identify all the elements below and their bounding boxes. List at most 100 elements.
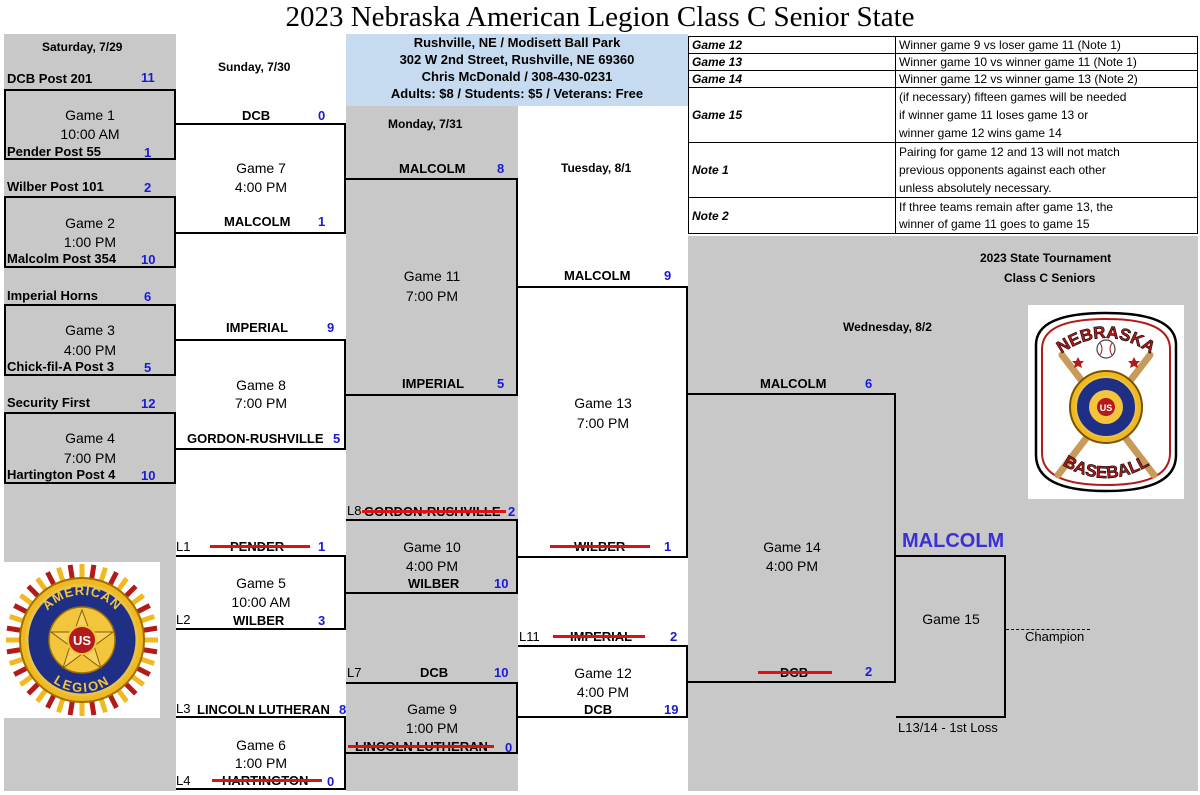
team-name: Wilber Post 101 (7, 179, 104, 194)
bracket-line (896, 716, 1006, 718)
bracket-line (516, 519, 518, 594)
game-label: Game 2 (65, 215, 115, 231)
bracket-line (176, 628, 346, 630)
admission-line: Adults: $8 / Students: $5 / Veterans: Fr… (390, 86, 644, 101)
team-name: LINCOLN LUTHERAN (197, 702, 330, 717)
game-label: Game 7 (236, 160, 286, 176)
bracket-line (688, 681, 896, 683)
note-key: Game 15 (688, 87, 896, 143)
strikethrough (758, 671, 832, 674)
bracket-line (516, 178, 518, 396)
game-label: Game 4 (65, 430, 115, 446)
note-text: Winner game 12 vs winner game 13 (Note 2… (895, 70, 1198, 88)
team-name: Chick-fil-A Post 3 (7, 359, 115, 374)
note-line: previous opponents against each other (899, 163, 1106, 177)
team-name: Security First (7, 395, 91, 410)
game-label: Game 1 (65, 107, 115, 123)
team-score: 1 (664, 539, 672, 554)
game-time: 4:00 PM (576, 684, 630, 700)
bracket-line (518, 716, 688, 718)
team-score: 2 (670, 629, 678, 644)
bracket-line (516, 682, 518, 754)
team-score: 2 (508, 504, 516, 519)
team-score: 2 (865, 664, 873, 679)
day-wednesday: Wednesday, 8/2 (843, 320, 932, 334)
strikethrough (550, 545, 650, 548)
game-time: 4:00 PM (765, 558, 819, 574)
bracket-line (176, 555, 346, 557)
game-3-box (4, 304, 176, 376)
game-2-box (4, 196, 176, 268)
note-text: Winner game 9 vs loser game 11 (Note 1) (895, 36, 1198, 54)
note-key: Game 12 (688, 36, 896, 54)
note-key: Note 2 (688, 197, 896, 234)
team-name: MALCOLM (399, 161, 466, 176)
bracket-line (344, 555, 346, 630)
game-label: Game 8 (236, 377, 286, 393)
day-saturday: Saturday, 7/29 (42, 40, 123, 54)
game-label: Game 11 (403, 268, 461, 284)
strikethrough (348, 745, 494, 748)
bracket-line (344, 716, 346, 790)
team-name: Malcolm Post 354 (7, 251, 117, 266)
game-time: 1:00 PM (234, 755, 288, 771)
note-key: Note 1 (688, 142, 896, 198)
game-time: 1:00 PM (405, 720, 459, 736)
bracket-line (518, 556, 688, 558)
game15-top-team: MALCOLM (902, 530, 1005, 552)
bracket-line (518, 645, 688, 647)
note-text: Winner game 10 vs winner game 11 (Note 1… (895, 53, 1198, 71)
team-score: 6 (865, 376, 873, 391)
bracket-line (686, 286, 688, 558)
bracket-line (688, 393, 896, 395)
team-score: 6 (144, 289, 152, 304)
team-name: IMPERIAL (226, 320, 289, 335)
emblem-ring-bottom: LEGION (51, 672, 112, 695)
page-title: 2023 Nebraska American Legion Class C Se… (285, 1, 915, 33)
loser-label: L3 (176, 701, 191, 716)
logo-center-text: US (1100, 403, 1113, 413)
team-name: IMPERIAL (402, 376, 465, 391)
team-score: 0 (318, 108, 326, 123)
game-label: Game 9 (407, 701, 457, 717)
bracket-line (346, 178, 518, 180)
team-score: 1 (318, 214, 326, 229)
tournament-label-2: Class C Seniors (1004, 271, 1096, 285)
team-score: 2 (144, 180, 152, 195)
tournament-label-1: 2023 State Tournament (980, 251, 1112, 265)
bracket-line (1004, 555, 1006, 717)
team-score: 5 (497, 376, 505, 391)
team-name: GORDON-RUSHVILLE (187, 431, 324, 446)
day-monday: Monday, 7/31 (388, 117, 463, 131)
game-time: 1:00 PM (63, 234, 117, 250)
team-name: DCB (242, 108, 271, 123)
note-line: if winner game 11 loses game 13 or (899, 108, 1089, 122)
champion-line (1006, 629, 1090, 630)
game-time: 7:00 PM (234, 395, 288, 411)
contact-line: Chris McDonald / 308-430-0231 (421, 69, 613, 84)
team-name: MALCOLM (564, 268, 631, 283)
bracket-line (686, 645, 688, 718)
note-key: Game 13 (688, 53, 896, 71)
game-label: Game 15 (922, 611, 980, 627)
bracket-line (896, 555, 1006, 557)
game-label: Game 14 (763, 539, 821, 555)
american-legion-emblem: US AMERICAN LEGION (4, 562, 160, 718)
team-name: DCB (420, 665, 449, 680)
team-name: DCB (584, 702, 613, 717)
team-name: Imperial Horns (7, 288, 99, 303)
strikethrough (210, 545, 310, 548)
game-label: Game 6 (236, 737, 286, 753)
team-score: 3 (318, 613, 326, 628)
address-line: 302 W 2nd Street, Rushville, NE 69360 (399, 52, 635, 67)
game-label: Game 5 (236, 575, 286, 591)
bracket-line (176, 788, 346, 790)
game-4-box (4, 412, 176, 484)
bracket-line (176, 123, 346, 125)
loser-label: L1 (176, 539, 191, 554)
day-sunday: Sunday, 7/30 (218, 60, 291, 74)
team-score: 10 (141, 252, 156, 267)
strikethrough (553, 635, 645, 638)
team-score: 12 (141, 396, 156, 411)
